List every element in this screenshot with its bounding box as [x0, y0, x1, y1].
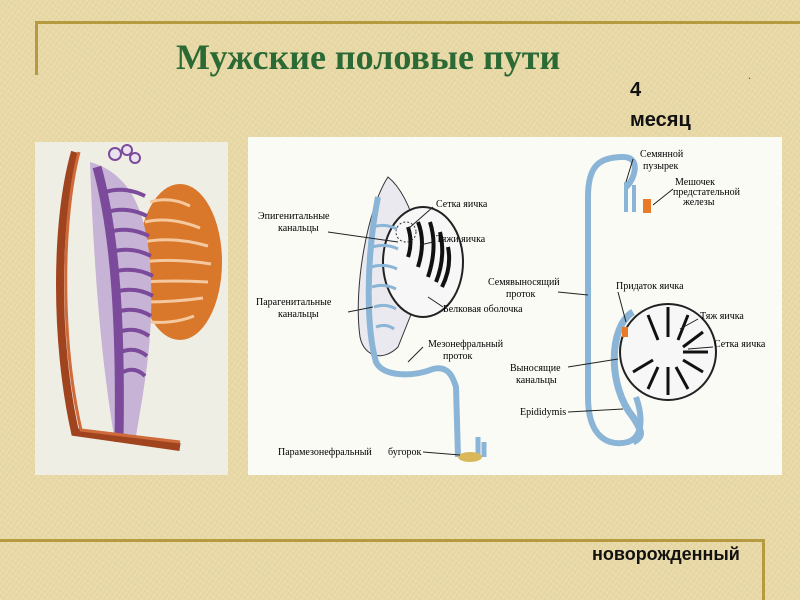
- label-epigenital-1: Эпигенитальные: [258, 211, 330, 222]
- label-testis-cords: Тяжи яичка: [436, 234, 486, 245]
- label-efferent-1: Выносящие: [510, 363, 561, 374]
- epididymis-newborn: [610, 309, 644, 446]
- label-seminal-vesicle-1: Семянной: [640, 149, 684, 160]
- label-mesonephric-1: Мезонефральный: [428, 339, 504, 350]
- purple-tubules: [104, 187, 154, 378]
- schematic-newborn: Семянной пузырек Мешочек предстательной …: [488, 149, 766, 447]
- label-vas-deferens-2: проток: [506, 289, 535, 300]
- frame-right-line: [762, 539, 765, 600]
- label-rete-testis-newborn: Сетка яичка: [714, 339, 766, 350]
- label-prostate-pouch-1: Мешочек: [675, 177, 715, 188]
- label-rete-testis: Сетка яичка: [436, 199, 488, 210]
- month-label: 4 месяц: [630, 75, 691, 135]
- label-efferent-2: канальцы: [516, 375, 557, 386]
- testis-circle-newborn: [619, 303, 717, 401]
- slide-title: Мужские половые пути: [176, 37, 561, 77]
- mesonephric-duct-4m: [365, 196, 461, 458]
- colored-illustration: [56, 144, 222, 451]
- frame-bottom-line: [0, 539, 765, 542]
- month-number: 4: [630, 79, 642, 101]
- testis-oval-4m: [382, 206, 464, 318]
- label-vas-deferens-1: Семявыносящий: [488, 277, 560, 288]
- label-mesonephric-2: проток: [443, 351, 472, 362]
- rete-testis-circle: [395, 221, 417, 243]
- newborn-label: новорожденный: [592, 544, 740, 564]
- testis-cords-4m: [406, 221, 452, 288]
- decor-dot: .: [748, 68, 751, 82]
- label-paragenital-1: Парагенитальные: [256, 297, 332, 308]
- frame-left-line: [35, 21, 38, 75]
- label-paragenital-2: канальцы: [278, 309, 319, 320]
- prostate-pouch-mark: [643, 199, 651, 213]
- frame-top-line: [35, 21, 800, 24]
- paramesonephric-duct-red: [56, 150, 181, 451]
- label-prostate-pouch-2: предстательной: [673, 187, 741, 198]
- testis-lobules-newborn: [632, 307, 708, 395]
- schematic-diagram: Эпигенитальные канальцы Сетка яичка Тяжи…: [256, 149, 766, 462]
- month-word: месяц: [630, 109, 691, 131]
- label-epididymis-lat: Epididymis: [520, 407, 566, 418]
- label-prostate-pouch-3: железы: [682, 197, 715, 208]
- colored-illustration-panel: [35, 142, 228, 475]
- paramesonephric-tubercle: [458, 452, 482, 462]
- label-cord-testis: Тяж яичка: [700, 311, 744, 322]
- purple-duct: [92, 165, 124, 443]
- schematic-diagram-panel: Эпигенитальные канальцы Сетка яичка Тяжи…: [248, 137, 782, 475]
- label-paramesonephric-1: Парамезонефральный: [278, 447, 372, 458]
- label-paramesonephric-2: бугорок: [388, 447, 422, 458]
- schematic-4-month: Эпигенитальные канальцы Сетка яичка Тяжи…: [256, 176, 523, 462]
- label-epigenital-2: канальцы: [278, 223, 319, 234]
- label-epididymis-ru: Придаток яичка: [616, 281, 684, 292]
- label-tunica: Белковая оболочка: [443, 304, 523, 315]
- label-seminal-vesicle-2: пузырек: [643, 161, 678, 172]
